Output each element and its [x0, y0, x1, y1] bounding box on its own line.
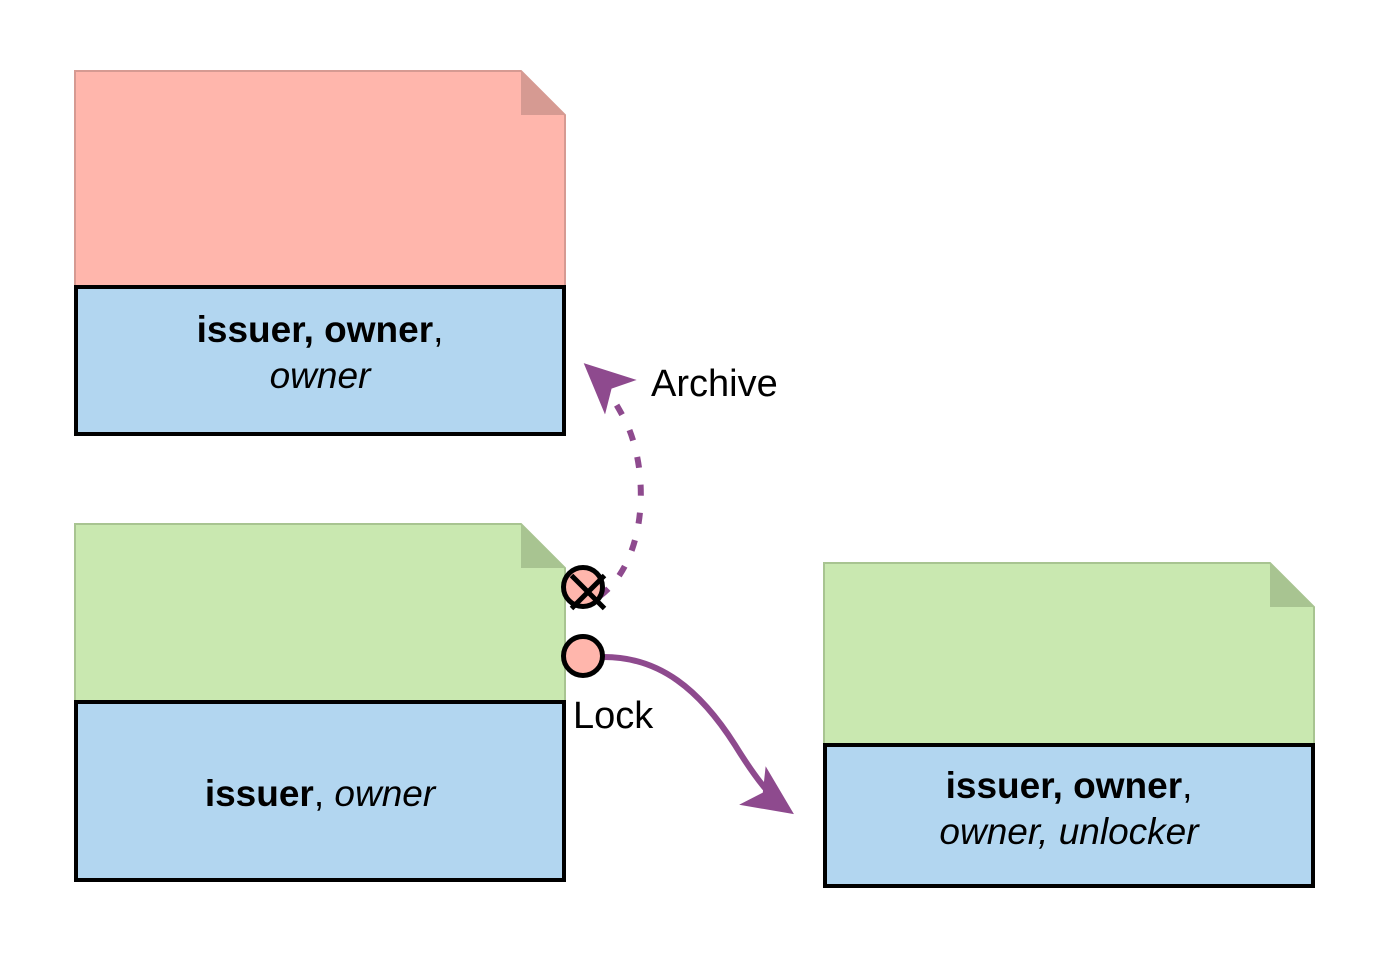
node-lockedcoin[interactable]: LockedCoin issuer, owner, owner, unlocke…	[823, 562, 1315, 888]
node-lockedcoin-signatories: issuer, owner	[945, 765, 1183, 806]
node-coincommitment-signatories: issuer	[204, 773, 314, 814]
node-coincommitment-body: issuer, owner	[74, 700, 566, 882]
node-lockedcoin-separator-1: ,	[1182, 765, 1193, 806]
node-lockedcoin-body: issuer, owner, owner, unlocker	[823, 743, 1315, 888]
lock-edge-label: Lock	[573, 695, 654, 737]
node-coin-parties-line1: issuer, owner,	[78, 307, 562, 353]
circled-x-icon	[569, 573, 607, 611]
archive-choice-marker[interactable]	[561, 565, 607, 611]
node-lockedcoin-observers: owner, unlocker	[939, 811, 1199, 852]
node-coincommitment-header	[74, 523, 566, 705]
node-coin-signatories: issuer, owner	[196, 309, 434, 350]
node-coincommitment-observers: owner	[334, 773, 436, 814]
node-lockedcoin-parties-line2: owner, unlocker	[827, 809, 1311, 855]
node-lockedcoin-parties-line1: issuer, owner,	[827, 763, 1311, 809]
node-lockedcoin-header	[823, 562, 1315, 748]
node-coincommitment-separator-1: ,	[313, 773, 335, 814]
node-coin-header	[74, 70, 566, 290]
archive-edge-label: Archive	[651, 363, 778, 405]
lock-edge-path	[603, 654, 794, 815]
node-coincommitment-parties-line1: issuer, owner	[78, 771, 562, 817]
node-coin-observers: owner	[269, 355, 371, 396]
node-coin-separator-1: ,	[433, 309, 444, 350]
lock-choice-marker[interactable]	[561, 634, 605, 678]
node-coin[interactable]: Coin issuer, owner, owner	[74, 70, 566, 436]
node-coin-parties-line2: owner	[78, 353, 562, 399]
node-coin-body: issuer, owner, owner	[74, 285, 566, 436]
node-coincommitment[interactable]: CoinCommitment issuer, owner	[74, 523, 566, 882]
archive-edge-path	[583, 363, 644, 599]
